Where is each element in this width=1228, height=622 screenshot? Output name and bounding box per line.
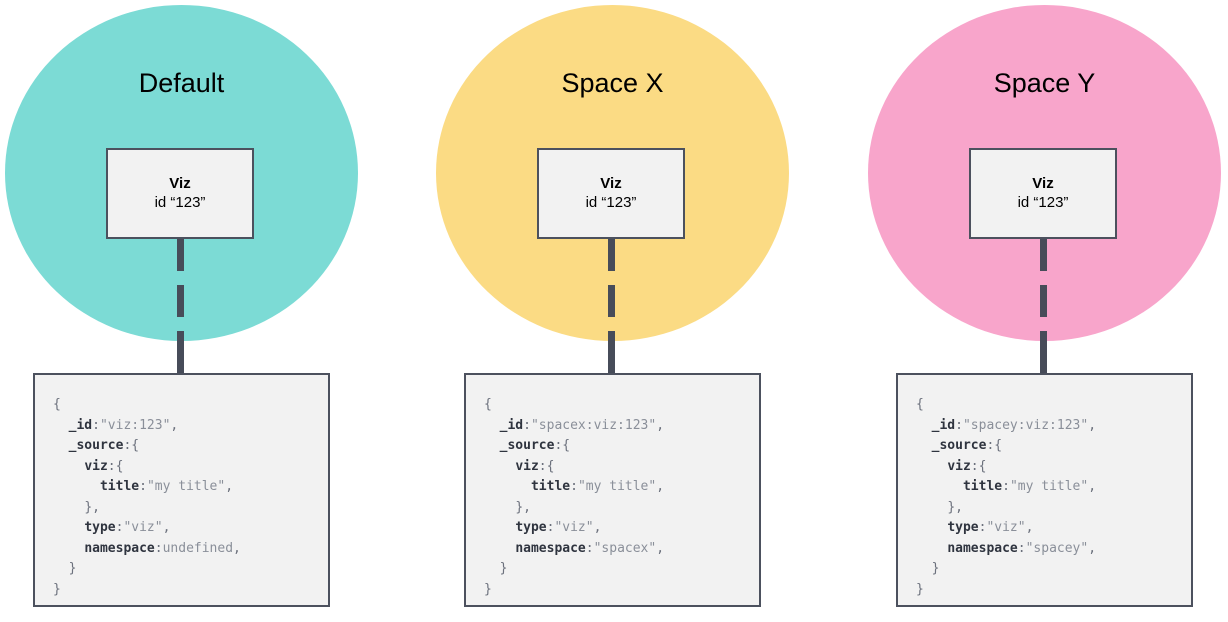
- viz-node-title: Viz: [1032, 175, 1054, 192]
- json-line: type:"viz",: [947, 520, 1034, 535]
- json-line: viz:{: [84, 458, 124, 474]
- document-json-spacex: { _id:"spacex:viz:123", _source:{ viz:{ …: [464, 373, 761, 607]
- viz-node-title: Viz: [600, 175, 622, 192]
- json-line: _id:"spacey:viz:123",: [931, 417, 1097, 433]
- document-json-spacey: { _id:"spacey:viz:123", _source:{ viz:{ …: [896, 373, 1193, 607]
- viz-node-subtitle: id “123”: [1017, 194, 1069, 211]
- json-line: _id:"spacex:viz:123",: [499, 417, 665, 433]
- dashed-connector-default: [177, 239, 184, 373]
- space-title-spacex: Space X: [561, 68, 664, 98]
- json-line: _source:{: [68, 438, 140, 453]
- json-line: title:"my title",: [530, 479, 665, 494]
- json-source-default: { _id:"viz:123", _source:{ viz:{ title:"…: [53, 395, 328, 600]
- json-source-spacey: { _id:"spacey:viz:123", _source:{ viz:{ …: [916, 395, 1191, 600]
- json-line: _source:{: [499, 438, 571, 453]
- json-line: _id:"viz:123",: [68, 417, 179, 433]
- viz-node-subtitle: id “123”: [154, 194, 206, 211]
- space-column-default: Default Viz id “123” { _id:"viz:123", _s…: [0, 0, 387, 622]
- document-json-default: { _id:"viz:123", _source:{ viz:{ title:"…: [33, 373, 330, 607]
- viz-node-default: Viz id “123”: [106, 148, 254, 239]
- json-line: }: [931, 561, 940, 576]
- json-line: type:"viz",: [84, 520, 171, 535]
- json-line: {: [916, 397, 924, 412]
- space-title-default: Default: [138, 68, 225, 98]
- json-line: }: [499, 561, 508, 576]
- viz-node-spacey: Viz id “123”: [969, 148, 1117, 239]
- json-line: },: [84, 499, 100, 515]
- json-line: title:"my title",: [962, 479, 1097, 494]
- viz-node-subtitle: id “123”: [585, 194, 637, 211]
- json-line: title:"my title",: [99, 479, 234, 494]
- json-line: _source:{: [931, 438, 1003, 453]
- dashed-connector-spacex: [608, 239, 615, 373]
- space-column-spacey: Space Y Viz id “123” { _id:"spacey:viz:1…: [840, 0, 1228, 622]
- json-line: }: [68, 561, 77, 576]
- json-line: },: [515, 499, 531, 515]
- space-title-spacey: Space Y: [993, 68, 1096, 98]
- viz-node-title: Viz: [169, 175, 191, 192]
- space-column-spacex: Space X Viz id “123” { _id:"spacex:viz:1…: [408, 0, 818, 622]
- json-line: type:"viz",: [515, 520, 602, 535]
- json-line: }: [53, 581, 61, 597]
- json-line: namespace:undefined,: [84, 540, 241, 556]
- json-line: namespace:"spacey",: [947, 540, 1097, 556]
- json-source-spacex: { _id:"spacex:viz:123", _source:{ viz:{ …: [484, 395, 759, 600]
- json-line: }: [916, 581, 924, 597]
- json-line: },: [947, 499, 963, 515]
- json-line: namespace:"spacex",: [515, 540, 665, 556]
- json-line: viz:{: [947, 458, 987, 474]
- viz-node-spacex: Viz id “123”: [537, 148, 685, 239]
- json-line: }: [484, 581, 492, 597]
- json-line: {: [53, 397, 61, 412]
- dashed-connector-spacey: [1040, 239, 1047, 373]
- json-line: viz:{: [515, 458, 555, 474]
- json-line: {: [484, 397, 492, 412]
